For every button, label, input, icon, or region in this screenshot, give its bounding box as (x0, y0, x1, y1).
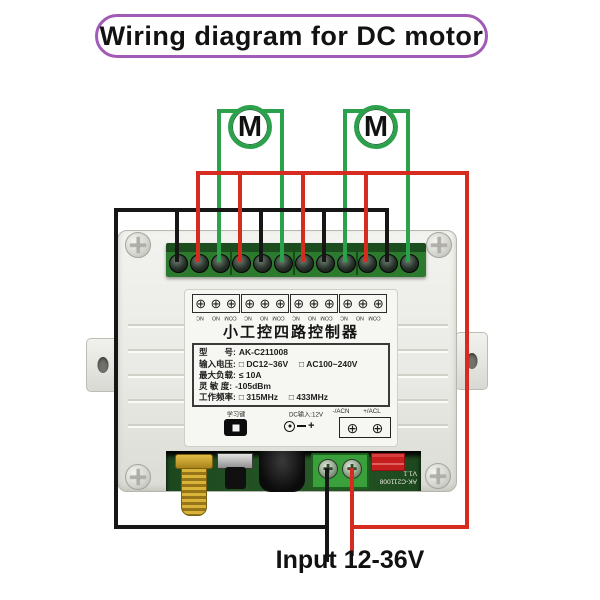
screw-terminal-icon: ⊕ (210, 296, 222, 311)
dc-jack-icon: + (284, 418, 328, 434)
wire-black-drop1 (175, 208, 179, 262)
board-name: 小工控四路控制器 (222, 324, 359, 341)
terminal-group-divider (230, 245, 232, 275)
motor-letter: M (237, 110, 263, 143)
screw-terminal-icon: ⊕ (357, 296, 369, 311)
case-screw-bottom-left (125, 464, 151, 490)
screw-terminal-icon: ⊕ (244, 296, 256, 311)
screw-terminal-icon: ⊕ (259, 296, 271, 311)
plus-sign: + (308, 419, 315, 432)
mounting-ear-left (86, 338, 119, 392)
wire-green-motor1-left (217, 109, 221, 262)
case-ribs-left (128, 303, 184, 445)
mounting-ear-right (455, 332, 488, 390)
spec-label: 输入电压: (199, 358, 236, 369)
screw-terminal-icon: ⊕ (293, 296, 305, 311)
fuse-component (371, 453, 405, 471)
wire-black-bus (114, 208, 389, 212)
wire-red-bottom (350, 525, 469, 529)
dc-input-label: DC输入:12V (288, 411, 324, 419)
case-ribs-right (392, 303, 448, 445)
spec-row: 工作频率: □ 315MHz □ 433MHz (199, 392, 383, 403)
dc-barrel-jack (259, 451, 305, 492)
wire-red-bus (196, 171, 469, 175)
spec-row: 型 号: AK-C211008 (199, 347, 383, 358)
pcb-model-text: AK-C211008 (379, 477, 417, 485)
spec-row: 输入电压: □ DC12~36V □ AC100~240V (199, 359, 383, 370)
wire-red-drop1 (196, 171, 200, 262)
wire-red-power (350, 468, 354, 556)
wire-black-left-side (114, 208, 118, 529)
screw-terminal-icon: ⊕ (323, 296, 335, 311)
wire-black-drop3 (322, 208, 326, 262)
pcb-version-text: V1.1 (403, 469, 417, 477)
terminal-group-divider (356, 245, 358, 275)
tactile-button (225, 467, 246, 489)
spec-label: 型 号: (199, 347, 236, 358)
terminal-group-divider (293, 245, 295, 275)
pcb-silkscreen-text: AK-C211008 V1.1 (359, 469, 417, 485)
spec-value: -105dBm (235, 380, 271, 391)
spec-value: ≤ 10A (238, 369, 262, 380)
wire-black-bottom (114, 525, 329, 529)
terminal-map-row: ⊕ ⊕ ⊕ ⊕ ⊕ ⊕ ⊕ ⊕ ⊕ ⊕ ⊕ ⊕ (192, 294, 388, 313)
acl-label: +/ACL (363, 408, 381, 415)
title-banner: Wiring diagram for DC motor (95, 14, 488, 58)
motor-2-symbol: M (354, 105, 398, 149)
sma-antenna-connector (181, 468, 207, 516)
screw-terminal-icon: ⊕ (346, 419, 359, 436)
wire-red-drop3 (301, 171, 305, 262)
case-screw-top-right (426, 232, 452, 258)
acn-label: -/ACN (332, 408, 350, 415)
spec-row: 最大负载: ≤ 10A (199, 370, 383, 381)
terminal-map-group: ⊕ ⊕ ⊕ (241, 294, 289, 313)
board-label-panel: ⊕ ⊕ ⊕ ⊕ ⊕ ⊕ ⊕ ⊕ ⊕ ⊕ ⊕ ⊕ (184, 289, 398, 447)
mounting-hole-left (97, 357, 108, 373)
wire-green-motor2-right (406, 109, 410, 262)
mounting-hole-right (466, 353, 477, 369)
motor-1-symbol: M (228, 105, 272, 149)
spec-label: 灵 敏 度: (199, 380, 233, 391)
screw-terminal-icon: ⊕ (308, 296, 320, 311)
learn-button-label: 学习键 (226, 411, 246, 419)
screw-terminal-icon: ⊕ (274, 296, 286, 311)
wire-black-drop4 (385, 208, 389, 262)
spec-table: 型 号: AK-C211008 输入电压: □ DC12~36V □ AC100… (192, 343, 390, 407)
wire-green-motor2-left (343, 109, 347, 262)
diagram-title: Wiring diagram for DC motor (99, 20, 484, 51)
case-screw-top-left (125, 232, 151, 258)
spec-label: 工作频率: (199, 392, 236, 403)
screw-terminal-icon: ⊕ (372, 296, 384, 311)
wire-red-drop4 (364, 171, 368, 262)
spec-value: □ 315MHz □ 433MHz (238, 392, 328, 403)
ac-terminal-icon: ⊕ ⊕ (339, 417, 391, 438)
sma-antenna-nut (175, 454, 213, 469)
terminal-map-group: ⊕ ⊕ ⊕ (192, 294, 240, 313)
screw-terminal-icon: ⊕ (225, 296, 237, 311)
wire-red-drop2 (238, 171, 242, 262)
case-screw-bottom-right (425, 463, 451, 489)
screw-terminal-icon: ⊕ (342, 296, 354, 311)
wire-green-motor1-right (280, 109, 284, 262)
screw-terminal-icon: ⊕ (371, 419, 384, 436)
pcb-bottom-edge: ✚ ✚ AK-C211008 V1.1 (166, 451, 421, 516)
controller-board: ⊕ ⊕ ⊕ ⊕ ⊕ ⊕ ⊕ ⊕ ⊕ ⊕ ⊕ ⊕ (117, 230, 457, 516)
screw-terminal-icon: ⊕ (195, 296, 207, 311)
spec-value: □ DC12~36V □ AC100~240V (238, 358, 358, 369)
learn-button-icon (224, 419, 247, 436)
wire-red-right-side (465, 171, 469, 529)
wire-black-drop2 (259, 208, 263, 262)
spec-value: AK-C211008 (238, 347, 288, 358)
terminal-map-group: ⊕ ⊕ ⊕ (290, 294, 338, 313)
spec-label: 最大负载: (199, 369, 236, 380)
motor-letter: M (363, 110, 389, 143)
wire-black-power (325, 468, 329, 562)
terminal-map-group: ⊕ ⊕ ⊕ (339, 294, 387, 313)
power-input-label: Input 12-36V (275, 546, 425, 574)
spec-row: 灵 敏 度: -105dBm (199, 381, 383, 392)
